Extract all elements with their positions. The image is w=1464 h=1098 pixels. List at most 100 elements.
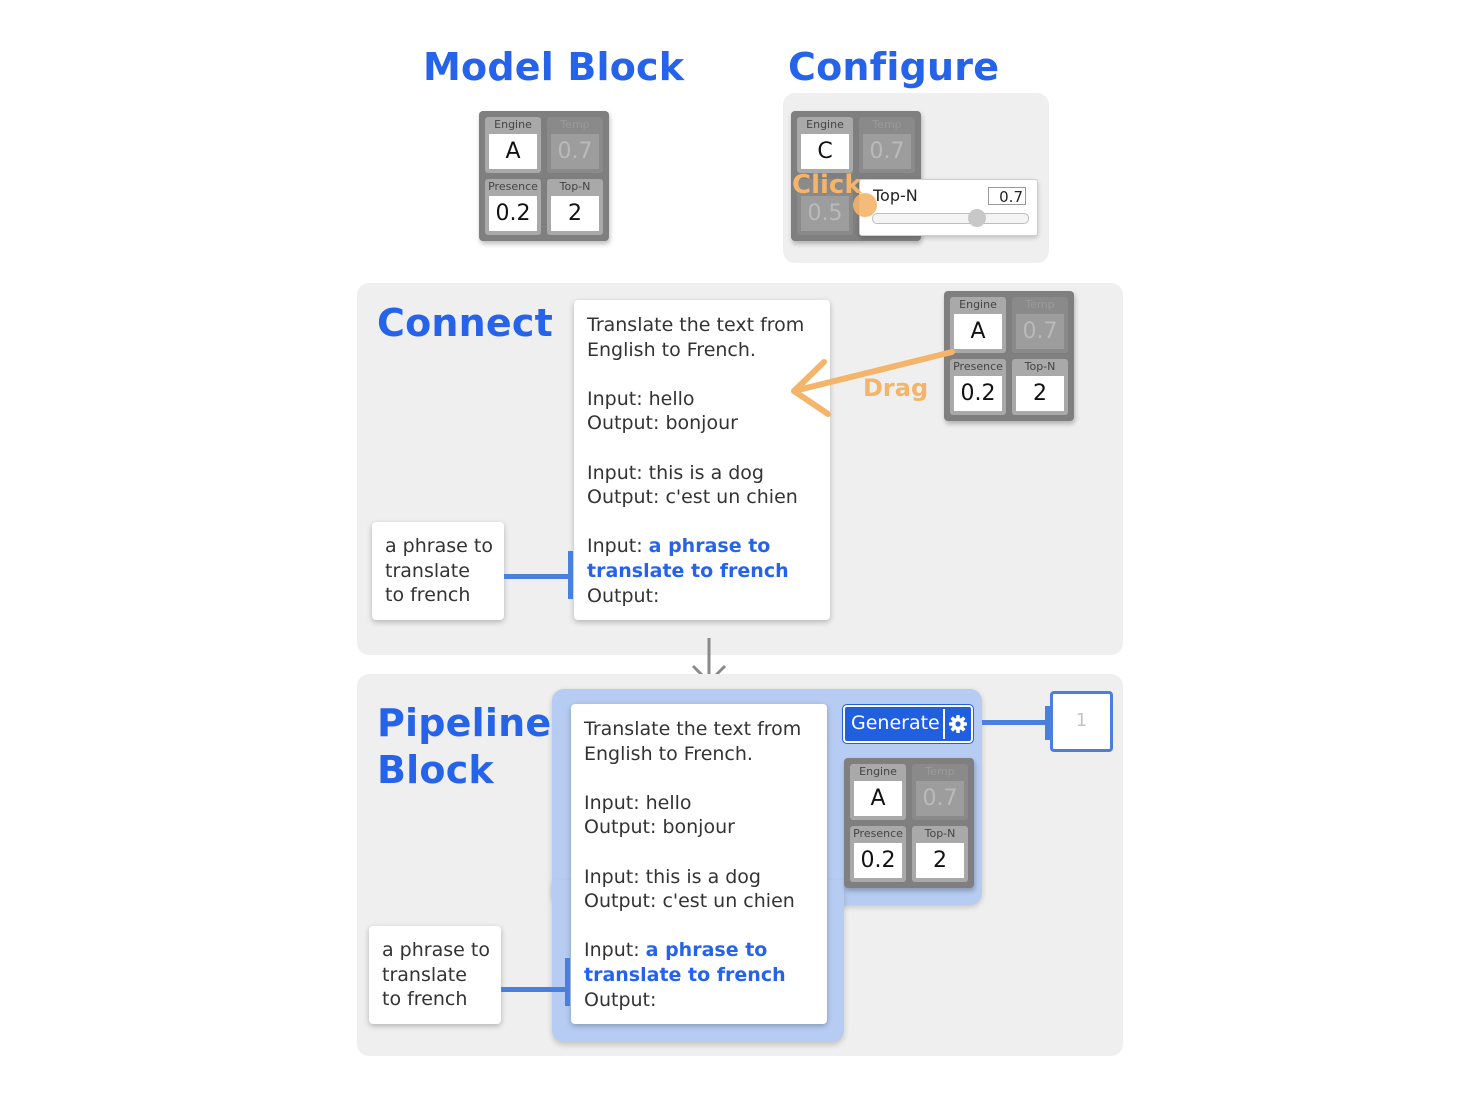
- input-card-line: translate: [385, 559, 470, 582]
- input-slot-text: translate to french: [584, 963, 786, 986]
- topn-cell[interactable]: Top-N 2: [547, 179, 603, 235]
- prompt-line: [587, 436, 804, 461]
- temp-value[interactable]: 0.7: [916, 781, 964, 816]
- engine-value[interactable]: A: [854, 781, 902, 816]
- presence-label: Presence: [953, 360, 1003, 373]
- heading-pipeline-block-l2: Block: [377, 748, 494, 792]
- engine-value[interactable]: A: [489, 134, 537, 169]
- presence-value[interactable]: 0.2: [954, 376, 1002, 411]
- engine-cell[interactable]: Engine A: [485, 117, 541, 173]
- prompt-line: [587, 362, 804, 387]
- connect-input-card[interactable]: a phrase to translate to french: [372, 522, 504, 620]
- prompt-line: Input: hello: [587, 387, 695, 410]
- input-slot-text: a phrase to: [645, 939, 768, 962]
- input-card-line: a phrase to: [382, 939, 490, 961]
- output-node[interactable]: 1: [1050, 691, 1113, 752]
- temp-value[interactable]: 0.7: [1016, 314, 1064, 349]
- temp-cell[interactable]: Temp 0.7: [1012, 297, 1068, 353]
- prompt-line: Translate the text from: [584, 718, 802, 740]
- prompt-line: Translate the text from: [587, 314, 805, 336]
- presence-value[interactable]: 0.2: [854, 843, 902, 878]
- output-line: Output:: [587, 584, 660, 607]
- generate-divider: [943, 709, 945, 739]
- engine-cell[interactable]: Engine A: [850, 764, 906, 820]
- presence-cell[interactable]: 0.5: [797, 179, 853, 235]
- engine-value[interactable]: A: [954, 314, 1002, 349]
- slider-track[interactable]: [872, 213, 1029, 224]
- prompt-line: English to French.: [584, 742, 753, 765]
- topn-cell[interactable]: Top-N 2: [1012, 359, 1068, 415]
- temp-label: Temp: [1025, 298, 1055, 311]
- topn-slider-popup[interactable]: Top-N 0.7: [859, 179, 1038, 236]
- output-line: Output:: [584, 988, 657, 1011]
- input-connector-bar: [568, 551, 573, 599]
- topn-value[interactable]: 2: [916, 843, 964, 878]
- temp-cell[interactable]: Temp 0.7: [859, 117, 915, 173]
- engine-label: Engine: [959, 298, 997, 311]
- output-connector-bar: [1045, 706, 1050, 740]
- prompt-line: [587, 510, 804, 535]
- heading-connect: Connect: [377, 301, 553, 345]
- topn-label: Top-N: [1024, 360, 1056, 373]
- topn-cell[interactable]: Top-N 2: [912, 826, 968, 882]
- pipeline-input-card[interactable]: a phrase to translate to french: [369, 926, 501, 1024]
- input-connector-bar: [565, 958, 570, 1006]
- popup-value-input[interactable]: 0.7: [988, 187, 1026, 206]
- temp-cell[interactable]: Temp 0.7: [912, 764, 968, 820]
- prompt-line: [584, 840, 801, 865]
- engine-cell[interactable]: Engine A: [950, 297, 1006, 353]
- topn-label: Top-N: [924, 827, 956, 840]
- connect-model-block[interactable]: Engine A Temp 0.7 Presence 0.2 Top-N 2: [944, 291, 1074, 421]
- temp-label: Temp: [560, 118, 590, 131]
- engine-label: Engine: [806, 118, 844, 131]
- presence-label: Presence: [853, 827, 903, 840]
- input-card-line: a phrase to: [385, 535, 493, 557]
- engine-value[interactable]: C: [801, 134, 849, 169]
- output-connector-line: [982, 720, 1048, 725]
- pipeline-model-block[interactable]: Engine A Temp 0.7 Presence 0.2 Top-N 2: [844, 758, 974, 888]
- prompt-line: English to French.: [587, 338, 756, 361]
- pipeline-prompt-card[interactable]: Translate the text from English to Frenc…: [571, 704, 827, 1024]
- engine-label: Engine: [494, 118, 532, 131]
- model-block[interactable]: Engine A Temp 0.7 Presence 0.2 Top-N 2: [479, 111, 609, 241]
- temp-value[interactable]: 0.7: [863, 134, 911, 169]
- prompt-line: Input: this is a dog: [587, 461, 764, 484]
- temp-value[interactable]: 0.7: [551, 134, 599, 169]
- presence-cell[interactable]: Presence 0.2: [950, 359, 1006, 415]
- prompt-line: Output: bonjour: [587, 412, 738, 435]
- temp-cell[interactable]: Temp 0.7: [547, 117, 603, 173]
- generate-label: Generate: [851, 712, 940, 734]
- input-slot-text: translate to french: [587, 559, 789, 582]
- presence-cell[interactable]: Presence 0.2: [850, 826, 906, 882]
- input-connector-line: [504, 574, 570, 579]
- heading-configure: Configure: [788, 45, 1000, 89]
- prompt-line: Input: this is a dog: [584, 865, 761, 888]
- presence-label: Presence: [488, 180, 538, 193]
- prompt-line: Output: bonjour: [584, 816, 735, 839]
- slider-thumb[interactable]: [968, 209, 987, 227]
- generate-button[interactable]: Generate: [842, 704, 974, 744]
- drag-arrow-icon: [791, 349, 955, 417]
- prompt-line: Output: c'est un chien: [584, 890, 795, 913]
- engine-label: Engine: [859, 765, 897, 778]
- click-annotation: Click: [792, 170, 862, 200]
- topn-value[interactable]: 2: [551, 196, 599, 231]
- heading-model-block: Model Block: [423, 45, 685, 89]
- heading-pipeline-block-l1: Pipeline: [377, 701, 552, 745]
- connect-prompt-card[interactable]: Translate the text from English to Frenc…: [574, 300, 830, 620]
- input-card-line: translate: [382, 963, 467, 986]
- output-count: 1: [1075, 710, 1088, 731]
- temp-label: Temp: [872, 118, 902, 131]
- engine-cell[interactable]: Engine C: [797, 117, 853, 173]
- input-prefix: Input:: [587, 535, 649, 558]
- topn-value[interactable]: 2: [1016, 376, 1064, 411]
- input-prefix: Input:: [584, 939, 646, 962]
- popup-label: Top-N: [873, 186, 918, 205]
- temp-label: Temp: [925, 765, 955, 778]
- presence-cell[interactable]: Presence 0.2: [485, 179, 541, 235]
- input-connector-line: [501, 987, 567, 992]
- input-slot-text: a phrase to: [648, 535, 771, 558]
- presence-value[interactable]: 0.5: [801, 196, 849, 231]
- gear-icon[interactable]: [948, 714, 968, 734]
- presence-value[interactable]: 0.2: [489, 196, 537, 231]
